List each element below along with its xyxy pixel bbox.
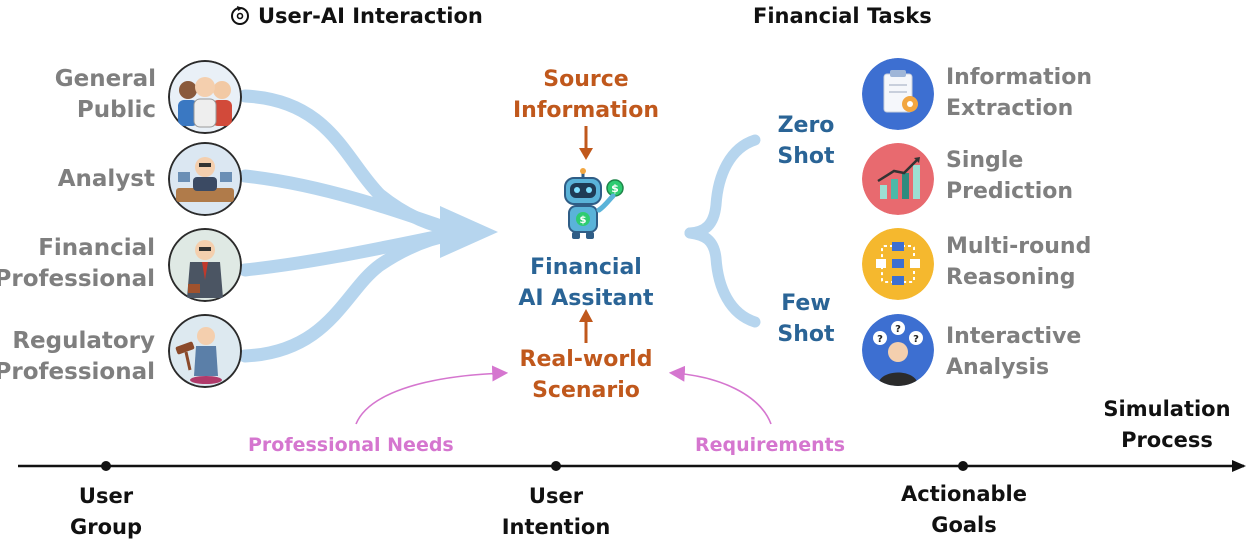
professional-needs-annotation: Professional Needs [248, 434, 454, 456]
task-label-single-prediction: Single Prediction [946, 148, 1074, 204]
bar-chart-icon [862, 143, 934, 215]
flowchart-icon [862, 228, 934, 300]
timeline-label-user-group: User Group [69, 484, 142, 539]
svg-text:$: $ [580, 215, 587, 226]
regulatory-professional-icon [168, 314, 242, 388]
task-label-multi-round-reasoning: Multi-round Reasoning [946, 234, 1092, 290]
zero-shot-label: Zero Shot [777, 113, 835, 169]
user-group-label-regulatory-professional: Regulatory Professional [0, 328, 155, 385]
svg-text:$: $ [611, 182, 619, 195]
real-world-scenario-label: Real-world Scenario [519, 347, 653, 403]
header-user-ai-interaction: User-AI Interaction [228, 1, 483, 32]
task-label-information-extraction: Information Extraction [946, 65, 1092, 121]
split-brace [684, 134, 761, 328]
few-shot-label: Few Shot [777, 291, 835, 347]
timeline-dot-user-group [101, 461, 111, 471]
timeline-dot-actionable-goals [958, 461, 968, 471]
task-label-interactive-analysis: Interactive Analysis [946, 324, 1082, 380]
user-group-label-analyst: Analyst [57, 166, 155, 192]
clipboard-gear-icon [862, 58, 934, 130]
header-financial-tasks: Financial Tasks [753, 4, 932, 28]
user-group-label-general-public: General Public [54, 66, 156, 123]
flow-line-regulatory-professional [238, 227, 462, 363]
robot-icon: $ $ [553, 166, 629, 242]
convergence-arrows [238, 89, 462, 363]
simulation-process-label: Simulation Process [1103, 397, 1231, 452]
financial-ai-assistant-label: Financial AI Assitant [518, 255, 654, 311]
timeline-label-actionable-goals: Actionable Goals [901, 482, 1027, 537]
analyst-icon [168, 142, 242, 216]
financial-professional-icon [168, 228, 242, 302]
pink-arrows [355, 365, 772, 425]
svg-text:?: ? [895, 324, 901, 335]
orange-arrows [579, 126, 593, 343]
timeline-label-user-intention: User Intention [501, 484, 611, 539]
requirements-annotation: Requirements [695, 434, 846, 456]
people-group-icon [168, 60, 242, 134]
flow-line-analyst [238, 169, 462, 238]
svg-text:?: ? [877, 334, 883, 345]
thinking-person-icon: ? ? ? [862, 314, 934, 386]
svg-text:?: ? [913, 334, 919, 345]
source-information-label: Source Information [513, 67, 659, 123]
timeline-dot-user-intention [551, 461, 561, 471]
refresh-cycle-icon [231, 6, 249, 25]
user-group-label-financial-professional: Financial Professional [0, 235, 155, 292]
flow-line-general-public [238, 89, 462, 237]
convergence-arrowhead [440, 206, 498, 258]
